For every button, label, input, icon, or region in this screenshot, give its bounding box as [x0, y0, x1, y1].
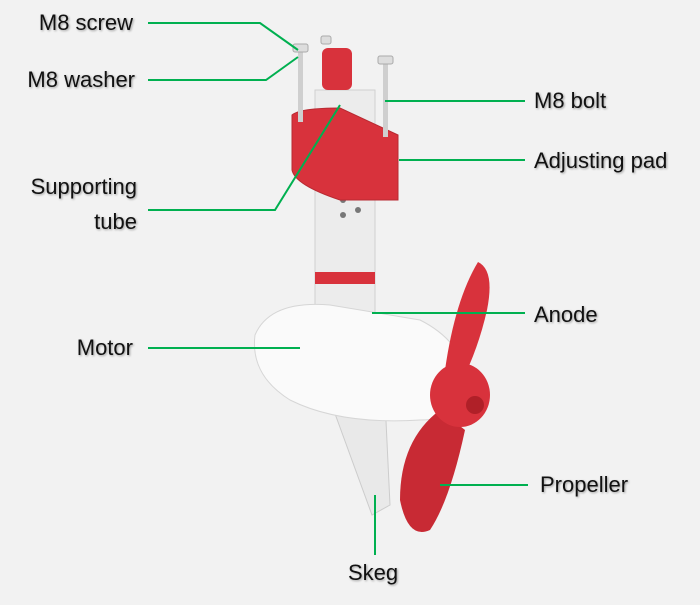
propeller-hub — [430, 363, 490, 427]
label-m8-bolt: M8 bolt — [534, 88, 607, 113]
label-m8-screw: M8 screw — [38, 10, 133, 35]
leader-line-supporting-tube — [148, 104, 341, 211]
leader-line-m8-screw — [148, 22, 299, 51]
label-adjusting-pad: Adjusting pad — [534, 148, 668, 173]
label-propeller: Propeller — [540, 472, 629, 497]
label-anode: Anode — [534, 302, 598, 327]
label-skeg: Skeg — [348, 560, 399, 585]
leader-line-m8-washer — [148, 56, 299, 81]
label-supporting-tube-line1: Supporting — [30, 174, 137, 199]
label-m8-washer: M8 washer — [27, 67, 135, 92]
label-motor: Motor — [76, 335, 133, 360]
label-supporting-tube-line2: tube — [94, 209, 137, 234]
adjusting-pad — [291, 107, 399, 201]
propeller-blade-bottom — [400, 410, 465, 532]
propeller-blade-top — [445, 262, 490, 385]
cable-gland — [322, 48, 352, 90]
